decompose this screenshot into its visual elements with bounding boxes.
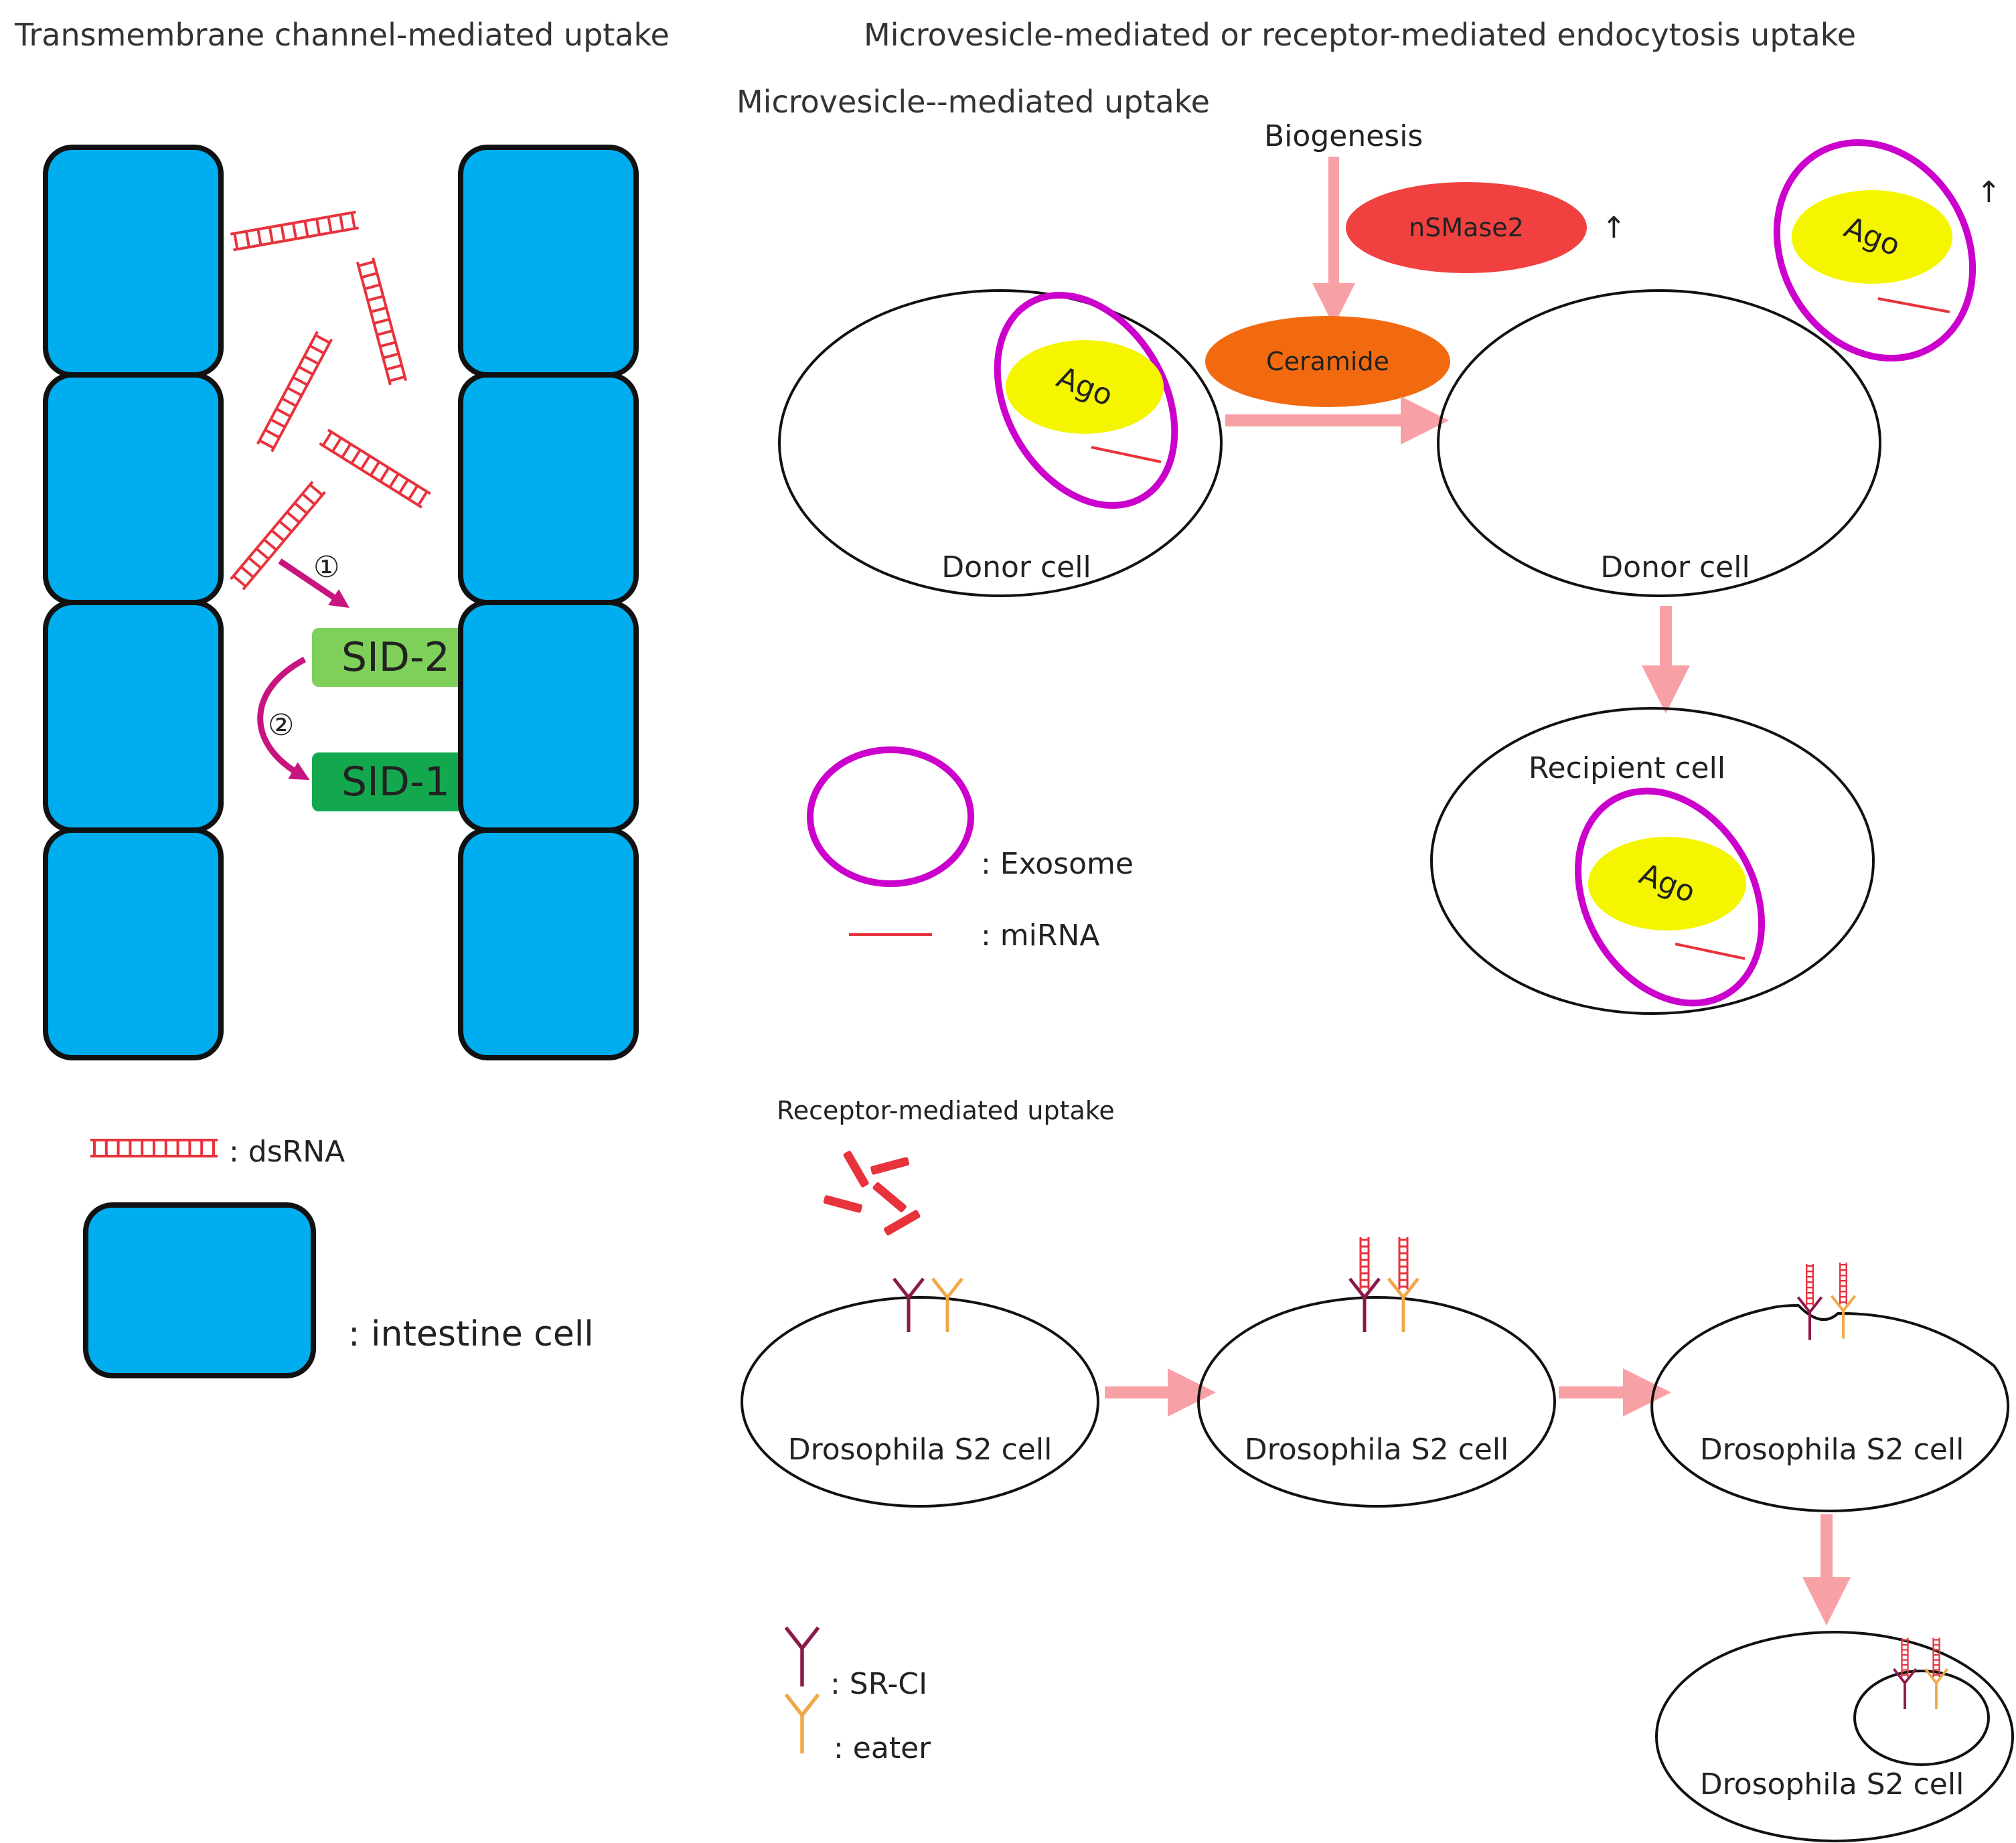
mirna-strand (1877, 297, 1950, 313)
step1-marker: ① (313, 550, 339, 584)
intestine-cell-column-left (43, 145, 224, 1060)
exosome-membrane (1773, 139, 1976, 362)
intestine-cell-column-right (458, 145, 639, 1060)
donor-cell-2-label: Donor cell (1600, 550, 1750, 584)
drosophila-s2-cell (741, 1296, 1099, 1508)
exosome-up-arrow: ↑ (1976, 175, 2001, 210)
legend-mirna: : miRNA (981, 918, 1099, 953)
nsmase2-up-arrow: ↑ (1602, 211, 1626, 245)
intestine-cell (43, 600, 224, 833)
legend-eater: : eater (834, 1731, 931, 1765)
ago-protein (1006, 340, 1164, 434)
intestine-cell (43, 827, 224, 1060)
eater-receptor (931, 1277, 963, 1332)
srci-receptor (893, 1277, 925, 1332)
intestine-cell (43, 372, 224, 605)
heading-left: Transmembrane channel-mediated uptake (14, 17, 670, 53)
legend-dsrna: : dsRNA (229, 1135, 345, 1169)
nsmase2-label: nSMase2 (1409, 213, 1524, 242)
dsrna-fragment (843, 1150, 869, 1188)
srci-receptor (1796, 1263, 1823, 1340)
dsrna-fragment (872, 1182, 907, 1212)
heading-receptor: Receptor-mediated uptake (777, 1096, 1115, 1125)
intestine-cell-legend-icon (83, 1202, 316, 1378)
intestine-cell (43, 145, 224, 378)
srci-legend-icon (784, 1626, 820, 1687)
ceramide-label: Ceramide (1266, 347, 1389, 376)
dsrna-molecule (230, 210, 359, 252)
exosome-membrane (994, 292, 1178, 509)
dsrna-fragment (883, 1210, 921, 1236)
dsrna-fragment (823, 1195, 862, 1213)
intestine-cell (458, 145, 639, 378)
mirna-strand (1091, 446, 1162, 463)
sid2-protein (312, 628, 466, 687)
step2-marker: ② (268, 708, 294, 742)
sid2-label: SID-2 (341, 634, 450, 681)
srci-receptor (1893, 1637, 1917, 1709)
endosome (1853, 1670, 1990, 1766)
step2-arrow (257, 657, 310, 781)
drosophila-s2-cell (1655, 1631, 2014, 1842)
ago-protein (1792, 190, 1952, 284)
intestine-cell (458, 372, 639, 605)
step1-arrow (278, 558, 350, 609)
ago-protein (1588, 837, 1746, 931)
mirna-strand (1675, 943, 1746, 960)
ceramide (1205, 316, 1450, 407)
legend-exosome: : Exosome (981, 847, 1134, 881)
exosome: Ago (994, 292, 1178, 509)
intestine-cell (458, 827, 639, 1060)
heading-microvesicle: Microvesicle--mediated uptake (736, 84, 1210, 120)
donor-cell-1-label: Donor cell (941, 550, 1091, 584)
dsrna-molecule (230, 481, 326, 590)
donor-cell (1437, 289, 1881, 597)
dsrna-molecule (319, 428, 431, 509)
eater-receptor (1830, 1262, 1857, 1339)
cell-1-label: Drosophila S2 cell (788, 1433, 1053, 1467)
intestine-cell (458, 600, 639, 833)
eater-receptor (1387, 1237, 1419, 1332)
dsrna-fragment (870, 1157, 910, 1175)
cell-4-label: Drosophila S2 cell (1700, 1767, 1964, 1801)
recipient-cell-label: Recipient cell (1529, 751, 1725, 785)
drosophila-s2-cell (1197, 1296, 1556, 1508)
sid1-label: SID-1 (341, 758, 450, 805)
heading-right: Microvesicle-mediated or receptor-mediat… (864, 17, 1856, 53)
exosome: Ago (1773, 139, 1976, 362)
sid1-protein (312, 752, 466, 811)
legend-srci: : SR-CI (830, 1667, 927, 1701)
dsrna-molecules (230, 210, 431, 590)
dsrna-molecule (356, 257, 408, 386)
biogenesis-label: Biogenesis (1264, 119, 1423, 153)
drosophila-s2-cell (1650, 1303, 2010, 1512)
srci-receptor (1348, 1237, 1381, 1332)
cell-2-label: Drosophila S2 cell (1245, 1433, 1509, 1467)
nsmase2-enzyme (1346, 182, 1587, 273)
dsrna-legend-icon (90, 1139, 218, 1157)
donor-cell (778, 289, 1223, 597)
dsrna-molecule (256, 331, 333, 453)
cell-3-label: Drosophila S2 cell (1700, 1433, 1964, 1467)
legend-intestine: : intestine cell (348, 1314, 594, 1354)
recipient-cell (1430, 707, 1875, 1015)
eater-legend-icon (784, 1693, 820, 1754)
eater-receptor (1924, 1637, 1948, 1709)
dsrna-fragments (823, 1150, 921, 1236)
exosome-legend-icon (807, 746, 974, 887)
